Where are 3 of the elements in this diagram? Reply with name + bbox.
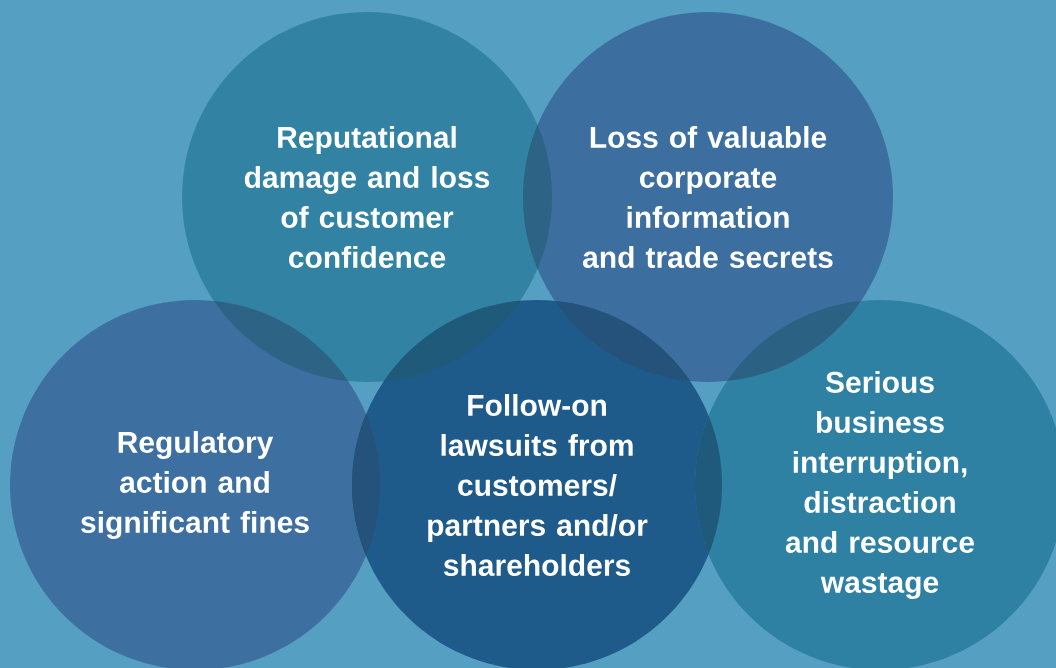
circle-bubble: Regulatory action and significant fines — [10, 300, 380, 668]
circle-bubble: Serious business interruption, distraction and resource wastage — [695, 300, 1056, 668]
circle-bubble: Follow-on lawsuits from customers/ partners and/or shareholders — [352, 300, 722, 668]
